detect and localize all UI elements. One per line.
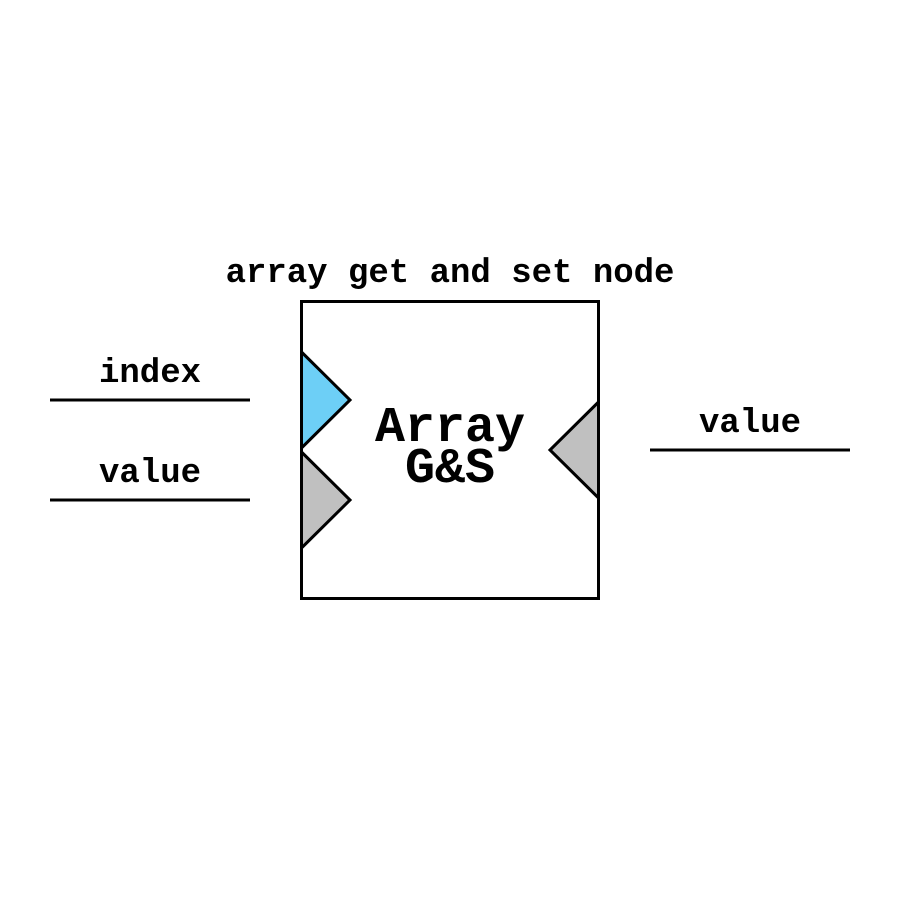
index-input-label: index <box>99 355 201 393</box>
value-input-port[interactable] <box>300 448 353 552</box>
value-input-label: value <box>99 455 201 493</box>
index-input-port[interactable] <box>300 348 353 452</box>
diagram-title: array get and set node <box>226 255 675 293</box>
node-label-line1: Array <box>375 400 525 457</box>
value-output-port[interactable] <box>547 398 600 502</box>
node-label-line2: G&S <box>405 441 495 498</box>
value-output-label: value <box>699 405 801 443</box>
